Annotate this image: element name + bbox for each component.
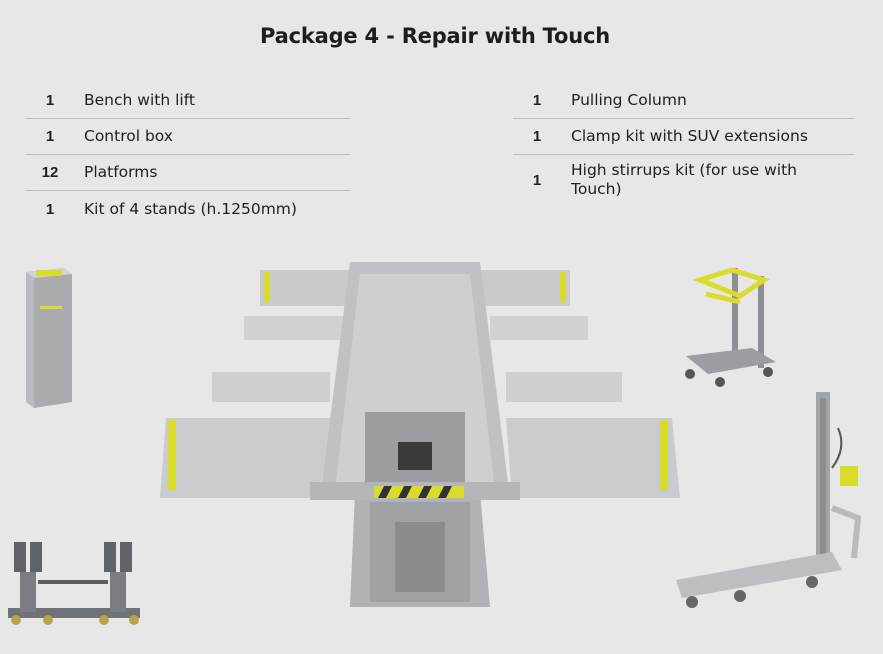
left-item-list: 1 Bench with lift 1 Control box 12 Platf… — [26, 83, 350, 227]
item-quantity: 1 — [532, 92, 542, 109]
list-item: 1 Kit of 4 stands (h.1250mm) — [26, 191, 350, 227]
item-label: Platforms — [84, 163, 158, 181]
item-label: Control box — [84, 127, 173, 145]
list-item: 12 Platforms — [26, 155, 350, 191]
item-quantity: 1 — [45, 92, 55, 109]
page-title: Package 4 - Repair with Touch — [259, 24, 610, 48]
item-quantity: 1 — [532, 171, 542, 189]
list-item: 1 Clamp kit with SUV extensions — [513, 119, 854, 155]
item-quantity: 1 — [45, 200, 55, 218]
list-item: 1 High stirrups kit (for use with Touch) — [513, 155, 854, 205]
list-item: 1 Control box — [26, 119, 350, 155]
control-box-image — [20, 262, 76, 410]
item-label: Bench with lift — [84, 91, 195, 109]
item-quantity: 1 — [532, 128, 542, 145]
item-label: Pulling Column — [571, 91, 687, 109]
item-quantity: 12 — [41, 164, 59, 181]
pulling-column-image — [672, 388, 872, 614]
stands-kit-image — [4, 532, 144, 632]
item-label: Kit of 4 stands (h.1250mm) — [84, 199, 297, 218]
stirrups-kit-trolley-image — [680, 262, 780, 387]
item-label: High stirrups kit (for use with Touch) — [571, 161, 797, 198]
item-quantity: 1 — [45, 128, 55, 145]
list-item: 1 Pulling Column — [513, 83, 854, 119]
bench-with-lift-image — [160, 262, 680, 610]
list-item: 1 Bench with lift — [26, 83, 350, 119]
right-item-list: 1 Pulling Column 1 Clamp kit with SUV ex… — [513, 83, 854, 205]
item-label: Clamp kit with SUV extensions — [571, 127, 808, 145]
